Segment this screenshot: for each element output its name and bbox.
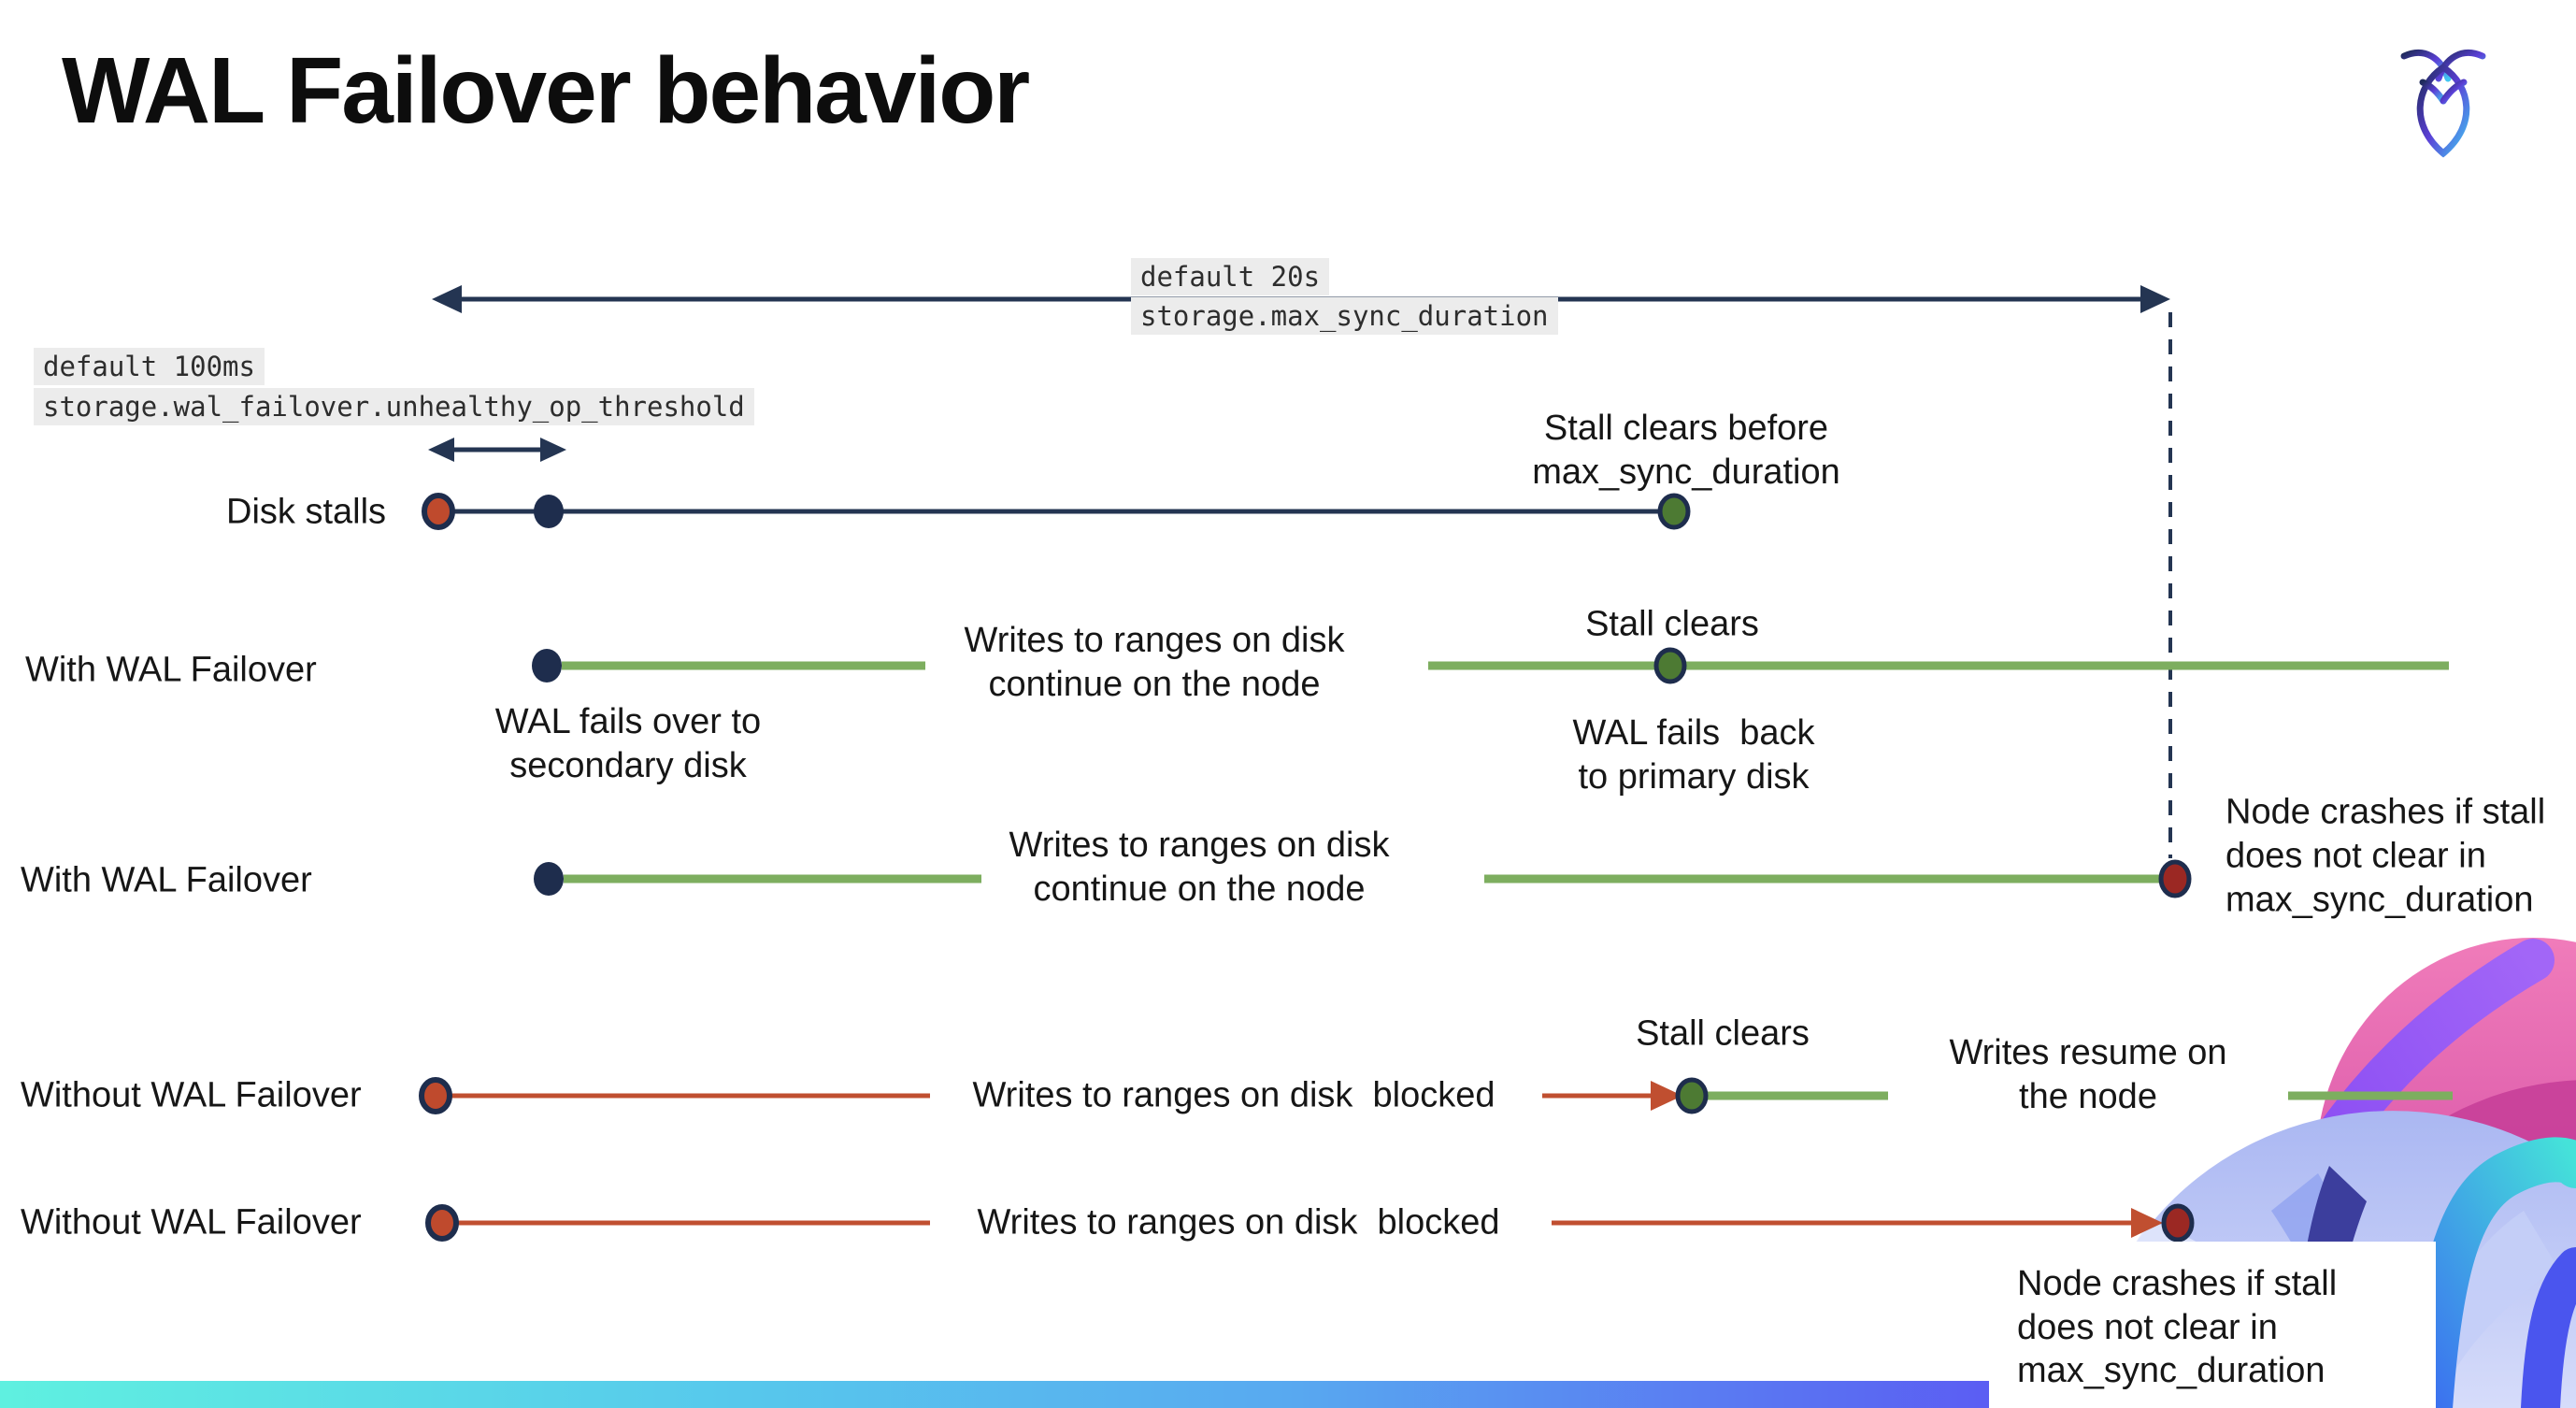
callout-max-sync-default: default 20s bbox=[1131, 258, 1330, 295]
crash-dot-row5 bbox=[2161, 1203, 2195, 1243]
row-label-with-wal-2: With WAL Failover bbox=[21, 860, 312, 900]
row-label-without-wal-2: Without WAL Failover bbox=[21, 1202, 362, 1243]
threshold-arrow bbox=[428, 438, 566, 462]
failover-dot-row3 bbox=[534, 862, 564, 896]
nowal2-red-arrow bbox=[1552, 1208, 2163, 1238]
row-label-without-wal-1: Without WAL Failover bbox=[21, 1075, 362, 1115]
note-wal-fails-over: WAL fails over to secondary disk bbox=[494, 701, 762, 785]
note-stall-clears-before: Stall clears before max_sync_duration bbox=[1532, 408, 1840, 492]
callout-threshold-default: default 100ms bbox=[34, 348, 265, 385]
stall-clear-dot-row1 bbox=[1657, 493, 1691, 530]
note-writes-continue-1: Writes to ranges on disk continue on the… bbox=[964, 620, 1345, 704]
stall-clear-dot-row2 bbox=[1653, 647, 1687, 684]
row-label-disk-stalls: Disk stalls bbox=[226, 492, 387, 532]
stall-start-dot-row5 bbox=[425, 1204, 459, 1242]
note-writes-resume: Writes resume on the node bbox=[1949, 1032, 2227, 1116]
failover-dot-row2 bbox=[532, 649, 562, 682]
note-writes-blocked-2: Writes to ranges on disk blocked bbox=[977, 1202, 1500, 1243]
note-writes-continue-2: Writes to ranges on disk continue on the… bbox=[1009, 825, 1390, 909]
crash-dot-row3 bbox=[2158, 859, 2192, 898]
nowal1-red-arrow bbox=[1542, 1081, 1682, 1111]
cockroachdb-logo-icon bbox=[2400, 49, 2486, 158]
teal-arch bbox=[2408, 1137, 2576, 1408]
node-crash-callout-box: Node crashes if stall does not clear in … bbox=[1989, 1242, 2436, 1408]
stall-start-dot-row4 bbox=[419, 1077, 452, 1114]
callout-max-sync-setting: storage.max_sync_duration bbox=[1131, 297, 1558, 335]
note-node-crash-1: Node crashes if stall does not clear in … bbox=[2225, 792, 2546, 920]
callout-threshold-setting: storage.wal_failover.unhealthy_op_thresh… bbox=[34, 388, 754, 425]
stall-start-dot bbox=[422, 493, 455, 530]
note-wal-fails-back: WAL fails back to primary disk bbox=[1572, 712, 1815, 797]
row-label-with-wal-1: With WAL Failover bbox=[25, 650, 317, 690]
page-title: WAL Failover behavior bbox=[62, 38, 1030, 143]
blue-arch-leg bbox=[2521, 1247, 2576, 1408]
failover-trigger-dot bbox=[534, 495, 564, 528]
note-writes-blocked-1: Writes to ranges on disk blocked bbox=[972, 1075, 1496, 1115]
stall-clear-dot-row4 bbox=[1675, 1077, 1709, 1114]
note-stall-clears-2: Stall clears bbox=[1636, 1013, 1810, 1054]
note-stall-clears-1: Stall clears bbox=[1585, 604, 1759, 644]
note-node-crash-2: Node crashes if stall does not clear in … bbox=[2017, 1264, 2338, 1391]
